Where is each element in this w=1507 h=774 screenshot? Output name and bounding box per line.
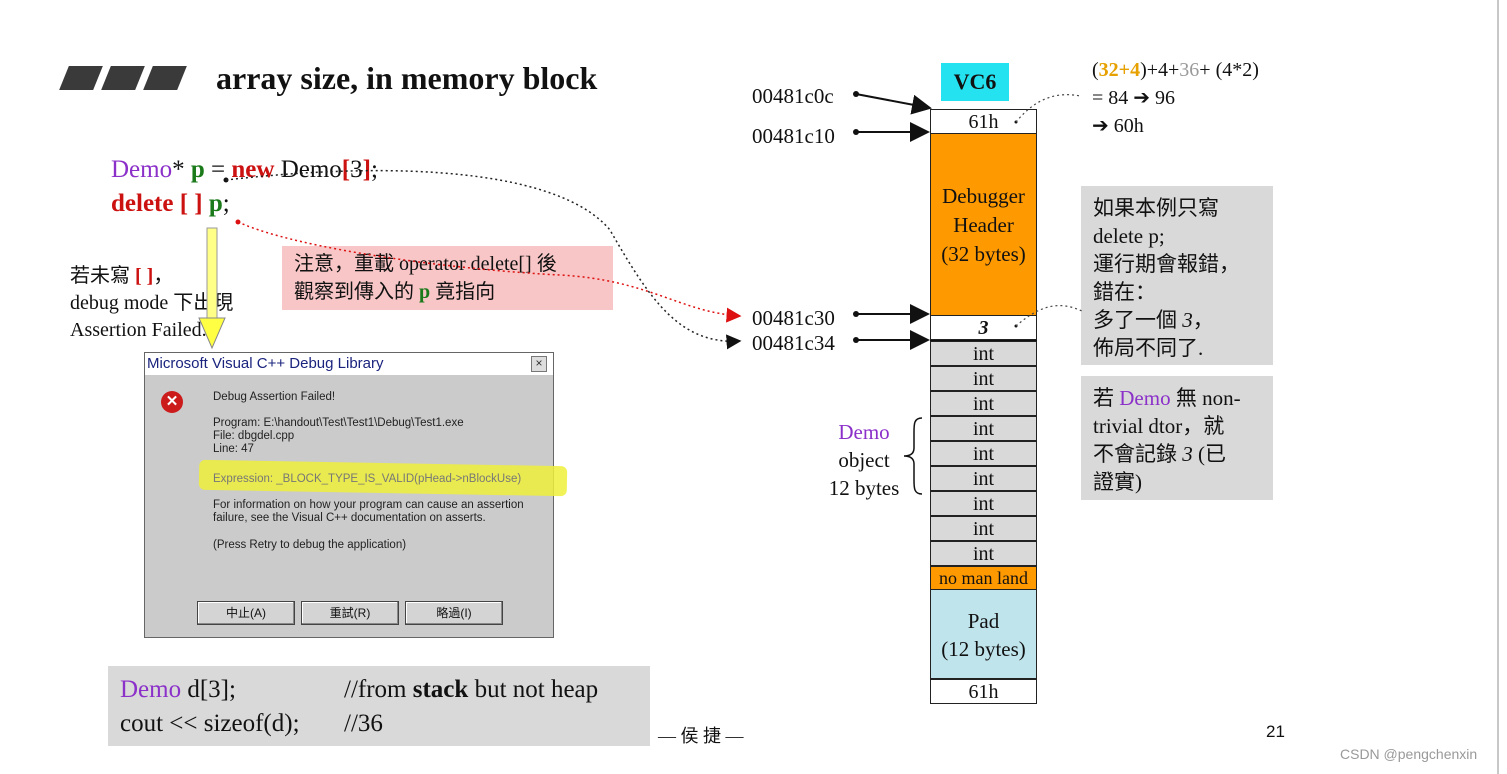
dialog-program: Program: E:\handout\Test\Test1\Debug\Tes… [213,417,464,429]
bottom-cookie-cell: 61h [930,679,1037,704]
stack-comment-2: //36 [344,710,383,737]
abort-button[interactable]: 中止(A) [197,601,295,625]
address-label: 00481c30 [752,306,835,330]
trivial-dtor-note: 若 Demo 無 non- trivial dtor，就 不會記錄 3 (已 證… [1081,376,1273,500]
dialog-info-1: For information on how your program can … [213,499,524,511]
int-cell: int [930,341,1037,366]
stack-example-box: Demo d[3]; //from stack but not heap cou… [108,666,650,746]
demo-brace [903,417,923,495]
address-label: 00481c10 [752,124,835,148]
int-cell: int [930,366,1037,391]
yellow-arrow-shaft [206,227,218,321]
yellow-arrow-head [198,317,226,350]
dialog-file: File: dbgdel.cpp [213,430,295,442]
dialog-heading: Debug Assertion Failed! [213,391,336,403]
array-count-cell: 3 [930,315,1037,340]
dialog-expression: Expression: _BLOCK_TYPE_IS_VALID(pHead->… [213,473,522,485]
address-label: 00481c34 [752,331,835,355]
page-edge-line [1497,0,1499,774]
error-icon: ✕ [161,391,183,413]
debug-assertion-dialog: Microsoft Visual C++ Debug Library × ✕ D… [144,352,568,638]
watermark: CSDN @pengchenxin [1340,746,1478,762]
size-formula: (32+4)+4+36+ (4*2) = 84 ➔ 96 ➔ 60h [1092,59,1259,137]
page-number: 21 [1266,722,1285,741]
ignore-button[interactable]: 略過(I) [405,601,503,625]
int-cell: int [930,491,1037,516]
slide-title: array size, in memory block [216,60,598,96]
close-icon[interactable]: × [531,356,547,372]
dialog-line: Line: 47 [213,443,254,455]
footer-author: — 侯 捷 — [658,726,744,746]
pink-note: 注意，重載 operator delete[] 後 觀察到傳入的 p 竟指向 [282,246,613,310]
pad-cell: Pad (12 bytes) [930,589,1037,679]
no-man-land-cell: no man land [930,566,1037,590]
demo-object-label: Demo object 12 bytes [828,420,900,500]
stack-line-1: Demo d[3]; [120,676,236,703]
int-cell: int [930,416,1037,441]
address-arrow [855,93,932,115]
int-cell: int [930,541,1037,566]
new-pointer-curve [225,169,742,350]
dialog-titlebar: Microsoft Visual C++ Debug Library [145,353,553,375]
address-label: 00481c0c [752,84,834,108]
compiler-badge: VC6 [941,63,1009,101]
dialog-retry-hint: (Press Retry to debug the application) [213,539,407,551]
stack-line-2: cout << sizeof(d); [120,710,300,737]
int-cell: int [930,516,1037,541]
int-cell: int [930,391,1037,416]
dialog-info-2: failure, see the Visual C++ documentatio… [213,512,486,524]
delete-pointer-curve [237,221,742,323]
debugger-header-cell: Debugger Header (32 bytes) [930,133,1037,316]
delete-error-note: 如果本例只寫 delete p; 運行期會報錯， 錯在： 多了一個 3， 佈局不… [1081,186,1273,365]
int-cell: int [930,441,1037,466]
left-note: 若未寫 [ ]， debug mode 下出現 Assertion Failed… [70,265,234,341]
int-cell: int [930,466,1037,491]
code-line-new: Demo* p = new Demo[3]; [111,156,378,183]
retry-button[interactable]: 重試(R) [301,601,399,625]
top-cookie-cell: 61h [930,109,1037,134]
stack-comment-1: //from stack but not heap [344,676,599,703]
code-line-delete: delete [ ] p; [111,190,230,217]
